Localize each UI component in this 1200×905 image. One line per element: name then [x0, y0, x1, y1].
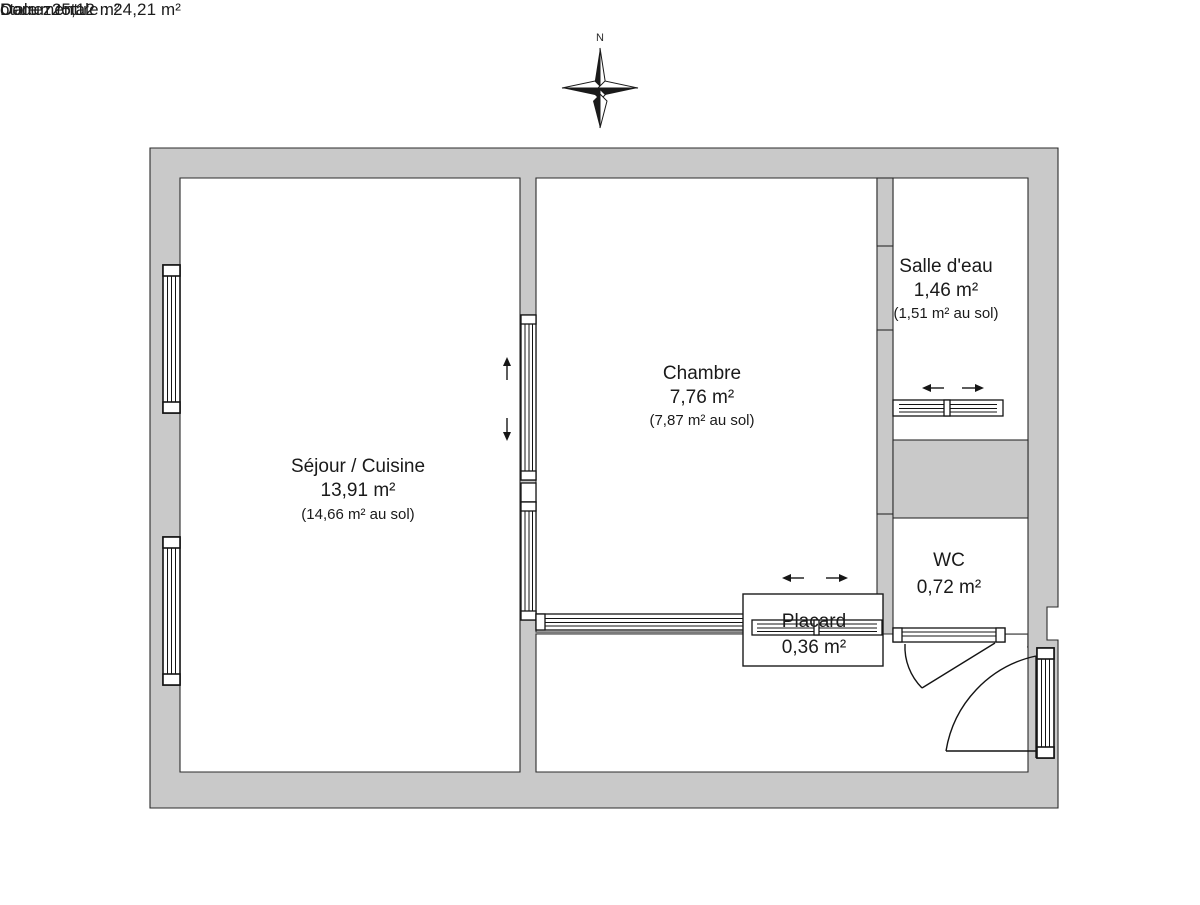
- label-area-salle-deau: 1,46 m²: [914, 280, 978, 301]
- hinged-door-entrance[interactable]: [945, 655, 1037, 758]
- window-right-entry: [1036, 647, 1055, 759]
- compass-north-label: N: [596, 32, 604, 44]
- label-area-wc: 0,72 m²: [917, 577, 981, 598]
- wall-structure: [149, 147, 1059, 809]
- compass-rose-icon: [561, 47, 639, 129]
- carrez-total-label: Carrez totale : 24,21 m²: [0, 0, 181, 19]
- room-label-wc: WC 0,72 m²: [917, 550, 981, 598]
- sliding-door-placard[interactable]: [751, 619, 883, 636]
- room-label-salle-deau: Salle d'eau 1,46 m² (1,51 m² au sol): [893, 256, 998, 322]
- wall-stub-salle-deau: [876, 177, 894, 247]
- sliding-door-salle-deau[interactable]: [892, 399, 1004, 417]
- label-name-wc: WC: [933, 550, 965, 571]
- label-name-salle-deau: Salle d'eau: [899, 256, 992, 277]
- window-left-lower: [162, 536, 181, 686]
- salle-deau-arrow-right-icon: [962, 384, 984, 392]
- room-floor-sejour-cuisine: [181, 179, 519, 771]
- label-area-sol-salle-deau: (1,51 m² au sol): [893, 305, 998, 322]
- label-area-sol-sejour-cuisine: (14,66 m² au sol): [301, 506, 414, 523]
- room-label-sejour-cuisine: Séjour / Cuisine 13,91 m² (14,66 m² au s…: [291, 456, 425, 523]
- label-name-sejour-cuisine: Séjour / Cuisine: [291, 456, 425, 477]
- placard-unit: [742, 593, 884, 667]
- hinged-door-wc[interactable]: [892, 627, 1006, 689]
- wall-block-between-salle-deau-wc: [892, 439, 1029, 519]
- sliding-door-chambre-south[interactable]: [535, 613, 757, 631]
- window-left-upper: [162, 264, 181, 414]
- room-floor-chambre: [537, 179, 876, 631]
- room-label-placard: Placard 0,36 m²: [782, 611, 846, 658]
- wall-partition-chambre-right: [876, 329, 894, 515]
- label-area-placard: 0,36 m²: [782, 637, 846, 658]
- label-area-sol-chambre: (7,87 m² au sol): [649, 412, 754, 429]
- salle-deau-arrow-left-icon: [922, 384, 944, 392]
- placard-arrow-right-icon: [826, 574, 848, 582]
- label-name-placard: Placard: [782, 611, 846, 632]
- document-reference-label: Document r: [0, 0, 89, 19]
- label-area-sejour-cuisine: 13,91 m²: [321, 480, 396, 501]
- room-floor-salle-deau: [894, 179, 1027, 439]
- room-floor-wc: [894, 519, 1004, 629]
- surface-total-label: otale : 25,12 m²: [0, 0, 120, 19]
- room-label-chambre: Chambre 7,76 m² (7,87 m² au sol): [649, 363, 754, 429]
- label-area-chambre: 7,76 m²: [670, 387, 734, 408]
- placard-arrow-left-icon: [782, 574, 804, 582]
- sliding-glazed-partition-chambre[interactable]: [520, 314, 537, 621]
- partition-arrow-up-icon: [503, 357, 511, 380]
- partition-arrow-down-icon: [503, 418, 511, 441]
- label-name-chambre: Chambre: [663, 363, 741, 384]
